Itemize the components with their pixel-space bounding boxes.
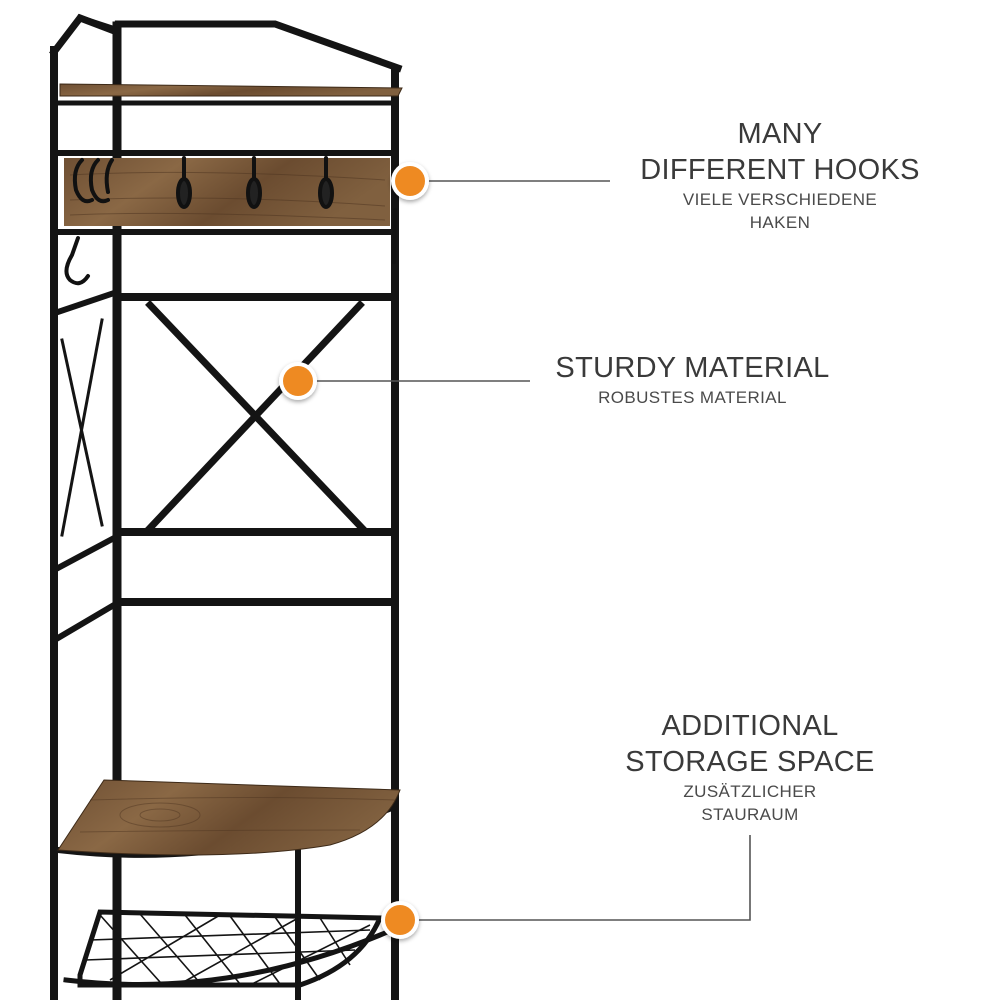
callout-title: STURDY MATERIAL — [555, 352, 830, 384]
hook-rail-board — [64, 158, 390, 226]
coat-hook-icon — [72, 158, 114, 204]
coat-hook-icon — [246, 156, 262, 209]
coat-hook-icon — [176, 156, 192, 209]
callout-subtitle: ZUSÄTZLICHER — [683, 782, 817, 801]
wire-basket-mesh — [84, 913, 371, 986]
callout-subtitle: STAURAUM — [701, 805, 799, 824]
wire-basket-rim — [77, 909, 384, 988]
callout-title: ADDITIONAL — [661, 710, 839, 742]
callout-subtitle: ROBUSTES MATERIAL — [598, 388, 787, 407]
coat-hook-icon — [64, 236, 90, 286]
coat-hooks — [64, 156, 397, 286]
leader-lines — [298, 180, 751, 921]
markers — [279, 162, 429, 939]
coat-hook-icon — [318, 156, 334, 209]
lower-storage-shelf — [57, 779, 401, 856]
callout-material: STURDY MATERIAL ROBUSTES MATERIAL — [530, 350, 855, 409]
leader-line-storage — [400, 835, 751, 921]
callout-storage: ADDITIONAL STORAGE SPACE ZUSÄTZLICHER ST… — [600, 708, 900, 826]
callout-subtitle: VIELE VERSCHIEDENE — [682, 190, 878, 209]
callout-title: MANY — [737, 118, 823, 150]
cross-brace-b — [145, 300, 365, 533]
coat-hook-icon — [392, 208, 397, 264]
callout-subtitle: HAKEN — [749, 213, 811, 232]
callout-hooks: MANY DIFFERENT HOOKS VIELE VERSCHIEDENE … — [610, 116, 950, 234]
callout-title: STORAGE SPACE — [625, 746, 875, 778]
callout-title: DIFFERENT HOOKS — [640, 154, 920, 186]
top-shelf — [59, 83, 403, 97]
